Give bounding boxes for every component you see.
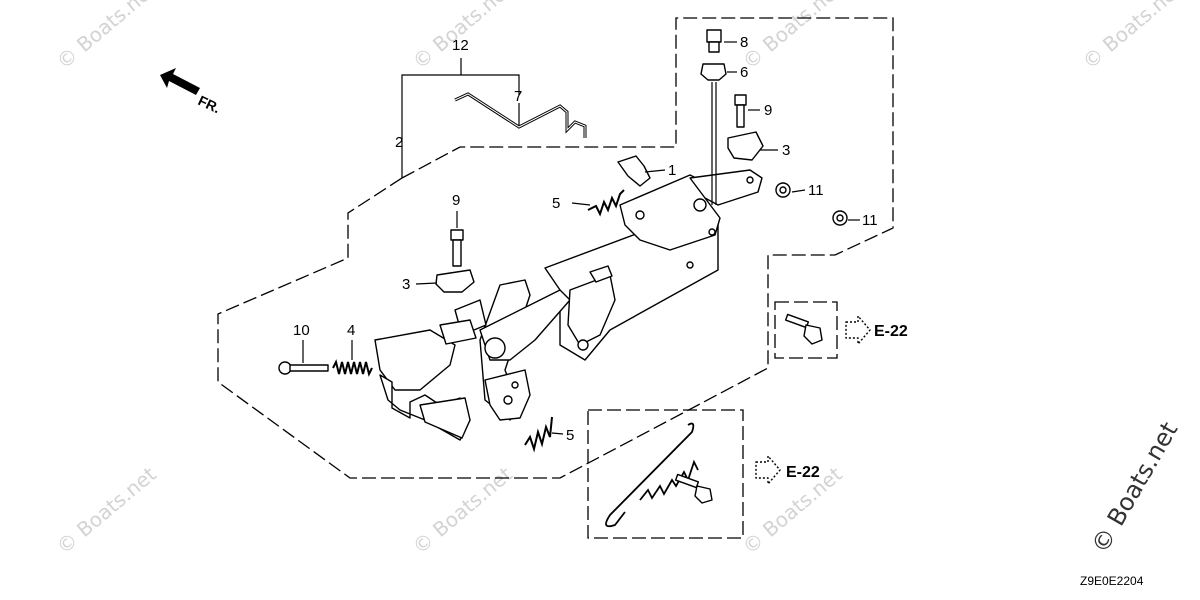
callout-3-upper: 3	[782, 142, 790, 159]
callout-2: 2	[395, 134, 403, 151]
arrow-icon	[160, 68, 200, 95]
callout-5-lower: 5	[566, 427, 574, 444]
watermark: © Boats.net	[738, 0, 847, 74]
reference-arrow-icon	[845, 315, 871, 345]
watermark: © Boats.net	[408, 462, 517, 559]
part-11-nut-a	[775, 182, 791, 198]
part-9-bolt-upper	[734, 94, 747, 128]
direction-label: FR.	[196, 92, 223, 116]
control-rod-outline	[454, 93, 586, 138]
leader-lines	[302, 41, 860, 435]
watermark: © Boats.net	[52, 0, 161, 74]
watermark: © Boats.net	[52, 462, 161, 559]
part-8-bolt	[706, 29, 722, 53]
watermark-corner: © Boats.net	[1086, 417, 1183, 558]
ref-bolt-icon	[784, 313, 823, 345]
watermark: © Boats.net	[1078, 0, 1187, 74]
callout-10: 10	[293, 322, 310, 339]
part-3-clamp-upper	[727, 131, 764, 161]
reference-label: E-22	[786, 464, 820, 481]
part-4-spring	[332, 359, 373, 377]
part-10-screw	[278, 361, 329, 375]
callout-11-b: 11	[862, 212, 878, 229]
part-11-nut-b	[832, 210, 848, 226]
part-5-spring-upper	[587, 189, 625, 217]
callout-9-middle: 9	[452, 192, 460, 209]
assembly-boundary	[217, 17, 894, 479]
reference-arrow-icon	[755, 455, 781, 485]
callout-5-upper: 5	[552, 195, 560, 212]
callouts: 12 7 2 8 6 9 3 1 5 11 11 9 3 10 4 5	[293, 34, 878, 444]
ref-bolt-small-icon	[674, 473, 713, 504]
front-direction-arrow: FR.	[160, 68, 223, 116]
callout-6: 6	[740, 64, 748, 81]
callout-9-upper: 9	[764, 102, 772, 119]
callout-3-middle: 3	[402, 276, 410, 293]
callout-7: 7	[514, 88, 522, 105]
callout-bracket	[401, 74, 520, 178]
ref-spring-icon	[605, 422, 699, 528]
reference-box-spring	[587, 409, 744, 539]
callout-4: 4	[347, 322, 355, 339]
callout-12: 12	[452, 37, 469, 54]
callout-1: 1	[668, 162, 676, 179]
reference-label: E-22	[874, 323, 908, 340]
part-1-clip	[617, 155, 651, 187]
callout-11-a: 11	[808, 182, 824, 199]
part-6-nut	[700, 63, 727, 81]
part-9-bolt-middle	[450, 229, 464, 267]
part-3-clamp-middle	[435, 269, 475, 293]
part-5-spring-lower	[524, 416, 553, 453]
diagram-code: Z9E0E2204	[1080, 574, 1144, 588]
reference-box-bolt	[774, 301, 838, 359]
callout-8: 8	[740, 34, 748, 51]
control-base-assembly	[374, 169, 763, 441]
